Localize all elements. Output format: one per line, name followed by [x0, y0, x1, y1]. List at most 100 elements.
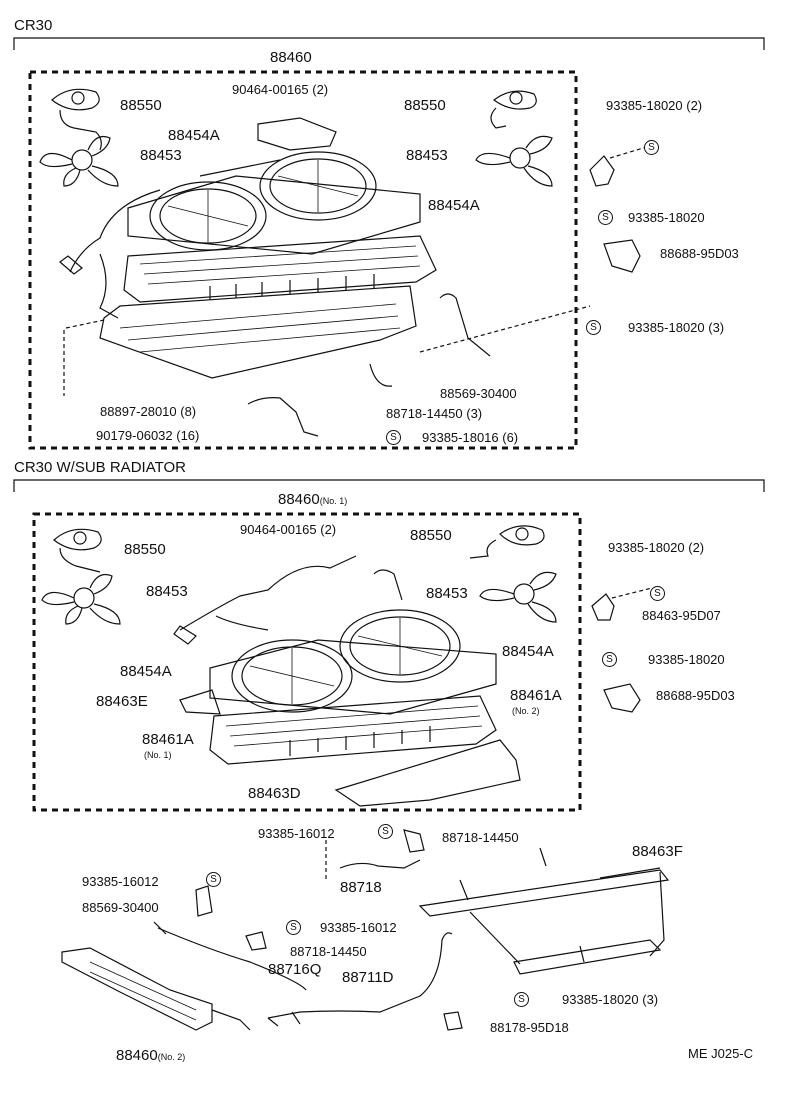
label-90464-top: 90464-00165 (2): [232, 82, 329, 97]
label-88569-top: 88569-30400: [440, 386, 517, 401]
section-title-cr30: CR30: [14, 17, 53, 34]
bracket-88463d: [334, 739, 521, 807]
label-88716q: 88716Q: [268, 961, 322, 978]
label-88688-bottom: 88688-95D03: [656, 688, 735, 703]
hose-88711d: [267, 932, 453, 1019]
sub-radiator-88460-no2: [61, 947, 251, 1031]
label-93385-18020-bottom: 93385-18020: [648, 652, 725, 667]
s-symbol-bottom-2: S: [602, 652, 617, 667]
relay-module: [257, 117, 337, 151]
bracket-88688-top: [603, 239, 641, 273]
label-93385-16012-a: 93385-16012: [258, 826, 335, 841]
label-88711d: 88711D: [342, 969, 394, 986]
s-symbol-bottom-5: S: [286, 920, 301, 935]
s-symbol-top-1: S: [644, 140, 659, 155]
s-symbol-bottom-3: S: [378, 824, 393, 839]
label-90464-bottom: 90464-00165 (2): [240, 522, 337, 537]
label-88454a-top-b: 88454A: [428, 197, 480, 214]
radiator-core-top: [99, 235, 437, 379]
label-88463-95d07: 88463-95D07: [642, 608, 721, 623]
label-88453-bottom-right: 88453: [426, 585, 468, 602]
label-88460-top: 88460: [270, 49, 312, 66]
fan-88453-top-left: [39, 135, 119, 187]
motor-88550-bottom-right: [469, 525, 545, 559]
fan-88453-bottom-right: [479, 571, 557, 623]
label-88460-bottom-number: 88460: [278, 491, 320, 508]
s-symbol-top-4: S: [386, 430, 401, 445]
label-88461a-right-sub: (No. 2): [512, 706, 540, 716]
label-93385-18020-top: 93385-18020: [628, 210, 705, 225]
label-88453-top-right: 88453: [406, 147, 448, 164]
fan-shroud-88454a-bottom: [209, 609, 497, 715]
label-88454a-top-a: 88454A: [168, 127, 220, 144]
sub-frame-88463f: [418, 847, 670, 975]
label-90179-top: 90179-06032 (16): [96, 428, 200, 443]
label-88460-bottom: 88460(No. 1): [278, 492, 347, 509]
label-88460-bottom-sub: (No. 1): [319, 496, 348, 506]
label-88897-top: 88897-28010 (8): [100, 404, 197, 419]
label-93385-18020-3-bottom: 93385-18020 (3): [562, 992, 659, 1007]
label-88460-no2-sub: (No. 2): [157, 1052, 186, 1062]
label-88718-14450-a: 88718-14450: [442, 830, 519, 845]
s-symbol-bottom-6: S: [514, 992, 529, 1007]
label-88569-bottom: 88569-30400: [82, 900, 159, 915]
footer-diagram-code: ME J025-C: [688, 1046, 754, 1061]
label-88718-14450-b: 88718-14450: [290, 944, 367, 959]
label-88461a-right: 88461A: [510, 687, 562, 704]
s-symbol-bottom-4: S: [206, 872, 221, 887]
label-88718-bottom: 88718: [340, 879, 382, 896]
label-88178: 88178-95D18: [490, 1020, 569, 1035]
wire-harness-top: [69, 189, 161, 273]
label-88453-bottom-left: 88453: [146, 583, 188, 600]
clamp-88178: [443, 1011, 463, 1031]
bracket-88688-bottom: [603, 683, 641, 713]
label-88550-top-right: 88550: [404, 97, 446, 114]
motor-88550-bottom-left: [53, 528, 102, 573]
label-88461a-left-sub: (No. 1): [144, 750, 172, 760]
s-symbol-top-2: S: [598, 210, 613, 225]
label-93385-18020-3-top: 93385-18020 (3): [628, 320, 725, 335]
label-93385-18020-2-top: 93385-18020 (2): [606, 98, 703, 113]
radiator-core-bottom: [179, 689, 521, 807]
label-88454a-bottom-left: 88454A: [120, 663, 172, 680]
label-93385-16012-c: 93385-16012: [320, 920, 397, 935]
label-88460-no2: 88460(No. 2): [116, 1048, 185, 1065]
label-93385-16012-b: 93385-16012: [82, 874, 159, 889]
top-assembly-box: [28, 70, 578, 450]
motor-88550-top-left: [51, 88, 102, 151]
label-88718-top: 88718-14450 (3): [386, 406, 483, 421]
bracket-top-right: [589, 155, 615, 187]
bracket-88463e: [179, 689, 221, 715]
bracket-88463-95d07: [591, 593, 615, 621]
fan-88453-bottom-left: [41, 573, 121, 625]
bottom-assembly-box: [32, 512, 582, 812]
hose-88716q: [157, 927, 307, 991]
label-88688-top: 88688-95D03: [660, 246, 739, 261]
label-93385-18020-2-bottom: 93385-18020 (2): [608, 540, 705, 555]
label-88550-bottom-right: 88550: [410, 527, 452, 544]
label-88550-top-left: 88550: [120, 97, 162, 114]
motor-88550-top-right: [490, 90, 537, 129]
connector-top: [59, 255, 83, 275]
s-symbol-top-3: S: [586, 320, 601, 335]
fan-88453-top-right: [475, 135, 553, 187]
label-88453-top-left: 88453: [140, 147, 182, 164]
bottom-section-bracket: [13, 479, 765, 492]
pipe-88718: [339, 859, 421, 869]
wire-harness-bottom: [179, 555, 357, 631]
label-88460-no2-number: 88460: [116, 1047, 158, 1064]
label-88454a-bottom-right: 88454A: [502, 643, 554, 660]
hose-top: [439, 293, 491, 357]
label-93385-16016-top: 93385-18016 (6): [422, 430, 519, 445]
label-88461a-left: 88461A: [142, 731, 194, 748]
top-section-bracket: [13, 37, 765, 50]
label-88463e: 88463E: [96, 693, 148, 710]
label-88463f: 88463F: [632, 843, 683, 860]
bracket-88569-bottom: [195, 885, 213, 917]
label-88463d: 88463D: [248, 785, 301, 802]
section-title-cr30-sub-radiator: CR30 W/SUB RADIATOR: [14, 459, 186, 476]
label-88550-bottom-left: 88550: [124, 541, 166, 558]
s-symbol-bottom-1: S: [650, 586, 665, 601]
